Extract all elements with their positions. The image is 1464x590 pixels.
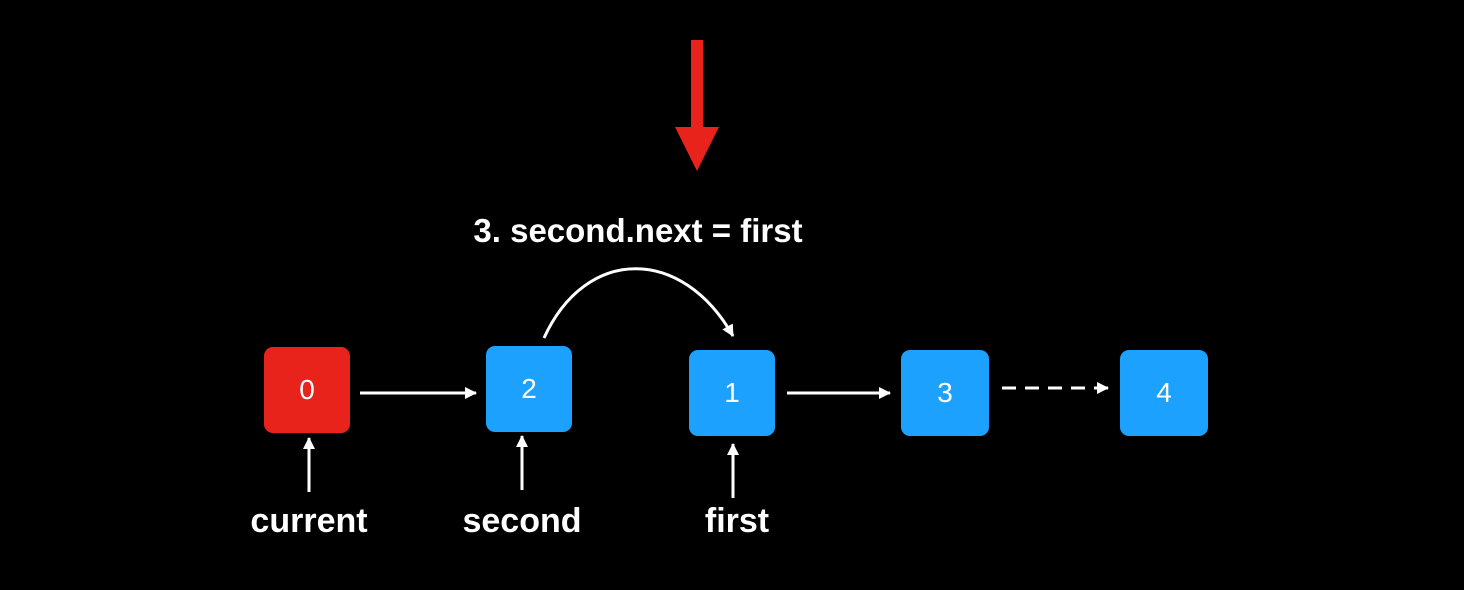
pointer-label-first: first [704, 502, 770, 540]
node-1: 1 [689, 350, 775, 436]
node-0: 0 [264, 347, 350, 433]
pointer-label-second: second [462, 502, 582, 540]
node-4: 4 [1120, 350, 1208, 436]
link-arrow-second-to-first [542, 267, 735, 339]
pointer-label-current: current [250, 502, 368, 540]
node-3: 3 [901, 350, 989, 436]
node-2: 2 [486, 346, 572, 432]
step-indicator-arrow [675, 40, 719, 171]
step-label: 3. second.next = first [473, 212, 803, 249]
